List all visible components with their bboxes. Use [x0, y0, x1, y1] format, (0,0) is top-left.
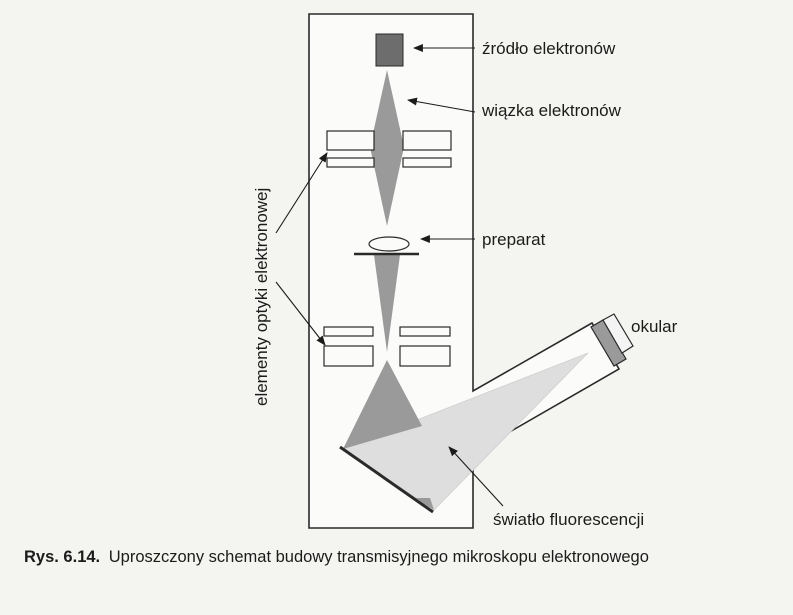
condenser-lens: [326, 130, 452, 168]
source-label: źródło elektronów: [482, 39, 616, 58]
specimen: [354, 236, 419, 256]
figure-number: Rys. 6.14.: [24, 548, 100, 566]
electron-source-block: [375, 33, 404, 67]
eyepiece: [590, 313, 634, 367]
figure-caption: Rys. 6.14. Uproszczony schemat budowy tr…: [24, 548, 649, 566]
fluorescence-label: światło fluorescencji: [493, 510, 644, 529]
specimen-label: preparat: [482, 230, 546, 249]
fluorescence-arrow: [448, 446, 504, 507]
electron-beam: [343, 70, 434, 510]
figure-caption-text: Uproszczony schemat budowy transmisyjneg…: [109, 548, 649, 566]
beam-arrow: [407, 97, 476, 113]
optics-arrow-lower: [275, 281, 326, 346]
fluorescent-screen: [339, 445, 434, 514]
optics-label: elementy optyki elektronowej: [252, 188, 271, 406]
objective-lens: [323, 326, 451, 367]
eyepiece-label: okular: [631, 317, 678, 336]
beam-label: wiązka elektronów: [481, 101, 622, 120]
optics-arrow-upper: [275, 152, 328, 234]
